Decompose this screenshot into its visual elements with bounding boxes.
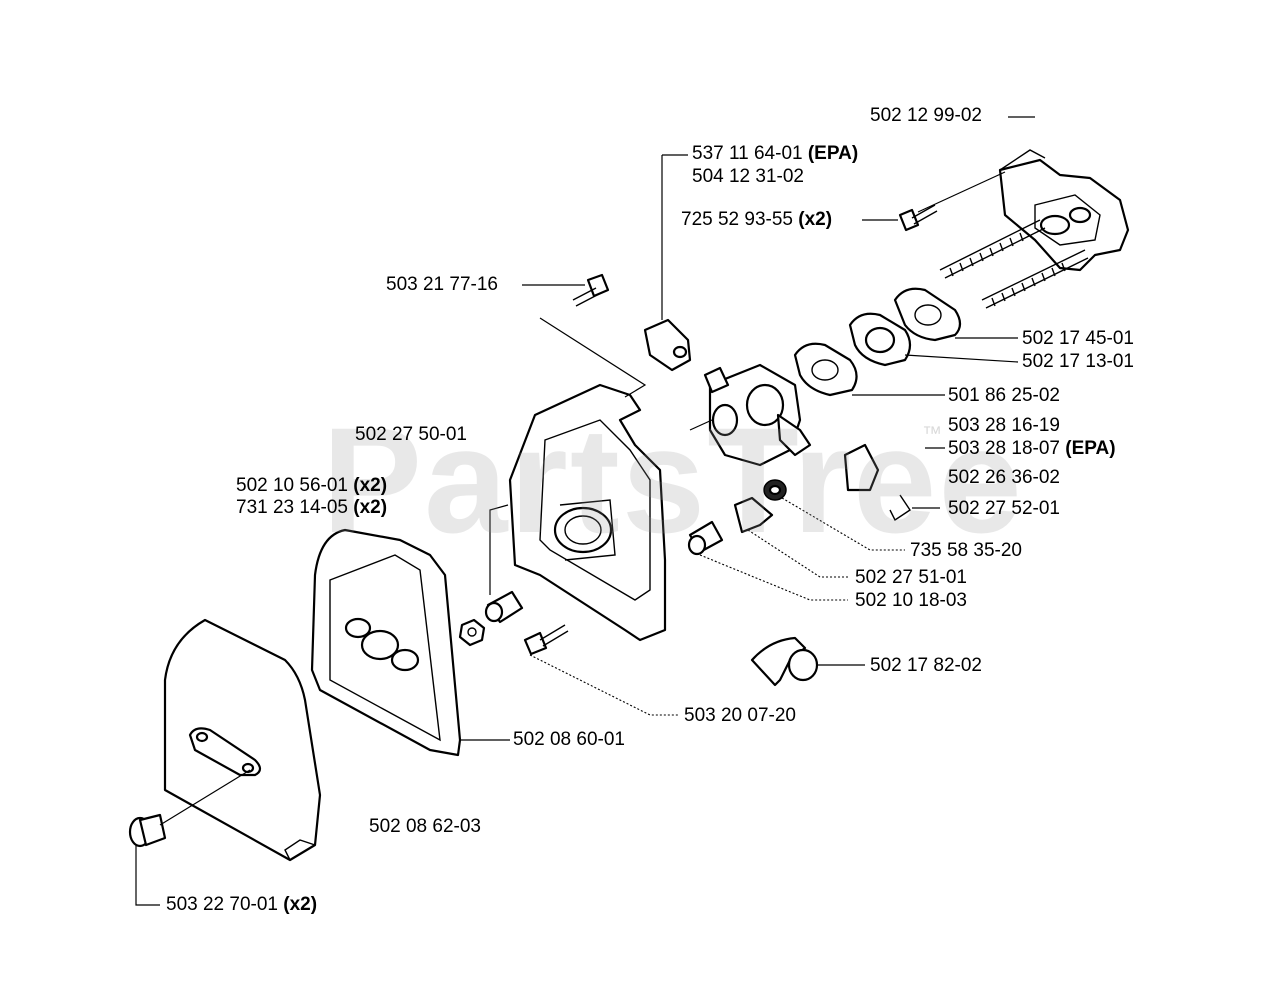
bracket-5032816-part[interactable]: [843, 443, 945, 492]
trademark-symbol: ™: [922, 423, 942, 445]
label-503-28-18-07[interactable]: 503 28 18-07 (EPA): [948, 438, 1116, 459]
carburetor-part[interactable]: [689, 363, 812, 467]
bracket-5371164-part[interactable]: [643, 154, 692, 372]
label-502-17-13-01[interactable]: 502 17 13-01: [1022, 351, 1134, 372]
lever-5022751-part[interactable]: [733, 496, 848, 578]
long-stud-part[interactable]: [939, 219, 1089, 309]
watermark-logo: PartsTree: [322, 396, 1024, 564]
air-filter-part[interactable]: [310, 528, 510, 757]
spacer-part[interactable]: [484, 504, 524, 624]
label-503-28-16-19[interactable]: 503 28 16-19: [948, 415, 1060, 436]
nut-part[interactable]: [458, 618, 486, 647]
clip-5022752-part[interactable]: [889, 494, 940, 522]
filter-cover-part[interactable]: [163, 618, 322, 862]
label-503-21-77-16[interactable]: 503 21 77-16: [386, 274, 498, 295]
gasket-5018625-part[interactable]: [793, 342, 858, 397]
gasket-5021745-part[interactable]: [893, 287, 962, 342]
screw-725-part[interactable]: [862, 171, 1006, 232]
label-502-10-56-01[interactable]: 502 10 56-01 (x2): [236, 475, 388, 496]
label-725-52-93-55[interactable]: 725 52 93-55 (x2): [681, 209, 833, 230]
label-502-12-99-02[interactable]: 502 12 99-02: [870, 105, 982, 126]
intake-flange-part[interactable]: [998, 149, 1130, 272]
label-501-86-25-02[interactable]: 501 86 25-02: [948, 385, 1060, 406]
label-735-58-35-20[interactable]: 735 58 35-20: [910, 540, 1022, 561]
label-502-10-18-03[interactable]: 502 10 18-03: [855, 590, 967, 611]
knob-screw-part[interactable]: [128, 769, 251, 906]
choke-lever-part[interactable]: [750, 636, 865, 687]
label-503-22-70-01[interactable]: 503 22 70-01 (x2): [166, 894, 318, 915]
spacer-5021018-part[interactable]: [687, 520, 848, 601]
grommet-7355835-part[interactable]: [763, 479, 905, 551]
label-502-27-51-01[interactable]: 502 27 51-01: [855, 567, 967, 588]
insulator-5021713-part[interactable]: [848, 312, 912, 367]
label-504-12-31-02[interactable]: 504 12 31-02: [692, 166, 804, 187]
bolt-5032177-part[interactable]: [522, 273, 647, 398]
carburetor-cover-part[interactable]: [508, 383, 667, 642]
label-502-08-60-01[interactable]: 502 08 60-01: [513, 729, 625, 750]
label-502-17-82-02[interactable]: 502 17 82-02: [870, 655, 982, 676]
label-502-08-62-03[interactable]: 502 08 62-03: [369, 816, 481, 837]
label-502-27-50-01[interactable]: 502 27 50-01: [355, 424, 467, 445]
label-502-17-45-01[interactable]: 502 17 45-01: [1022, 328, 1134, 349]
label-502-26-36-02[interactable]: 502 26 36-02: [948, 467, 1060, 488]
label-503-20-07-20[interactable]: 503 20 07-20: [684, 705, 796, 726]
label-502-27-52-01[interactable]: 502 27 52-01: [948, 498, 1060, 519]
screw-5032007-part[interactable]: [523, 624, 678, 716]
label-731-23-14-05[interactable]: 731 23 14-05 (x2): [236, 497, 388, 518]
label-537-11-64-01[interactable]: 537 11 64-01 (EPA): [692, 143, 859, 164]
